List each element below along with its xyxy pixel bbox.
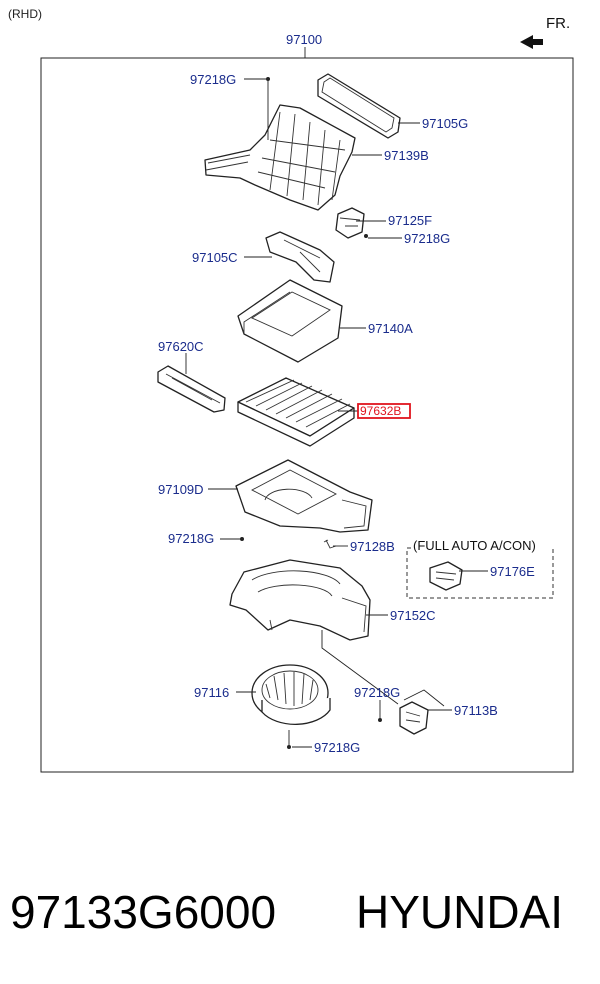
part-label[interactable]: 97218G — [168, 531, 214, 546]
part-label[interactable]: 97176E — [490, 564, 535, 579]
actuator-drawing — [335, 207, 365, 239]
part-label[interactable]: 97152C — [390, 608, 436, 623]
front-direction-arrow-icon — [520, 35, 543, 49]
lower-filter-housing-drawing — [235, 459, 373, 533]
highlighted-part-box — [357, 403, 411, 419]
filter-frame-clip-drawing — [157, 365, 226, 413]
filter-cover-frame-drawing — [237, 279, 343, 363]
blower-scroll-case-drawing — [229, 559, 371, 641]
blower-resistor-drawing — [399, 701, 429, 735]
part-label[interactable]: 97109D — [158, 482, 204, 497]
part-label[interactable]: 97105G — [422, 116, 468, 131]
footer-part-code: 97133G6000 — [10, 886, 276, 938]
assembly-number[interactable]: 97100 — [286, 32, 322, 47]
part-label[interactable]: 97105C — [192, 250, 238, 265]
front-direction-label: FR. — [546, 15, 570, 32]
variant-note: (RHD) — [8, 7, 42, 21]
auto-ac-sensor-drawing — [429, 561, 463, 591]
part-label[interactable]: 97116 — [194, 685, 229, 700]
cabin-air-filter-drawing — [237, 377, 355, 447]
assembly-frame — [40, 57, 574, 773]
part-label[interactable]: 97125F — [388, 213, 432, 228]
intake-duct-housing-drawing — [204, 104, 356, 211]
part-label[interactable]: 97139B — [384, 148, 429, 163]
part-label[interactable]: 97218G — [314, 740, 360, 755]
part-label[interactable]: 97218G — [404, 231, 450, 246]
part-label[interactable]: 97128B — [350, 539, 395, 554]
leader-lines — [185, 77, 488, 749]
highlighted-part-label[interactable]: 97632B — [360, 404, 401, 418]
part-label[interactable]: 97140A — [368, 321, 413, 336]
blower-motor-drawing — [251, 664, 331, 725]
small-clip-drawing — [323, 539, 337, 549]
duct-seal-drawing — [265, 231, 335, 283]
footer-brand: HYUNDAI — [356, 886, 563, 938]
part-label[interactable]: 97113B — [454, 703, 498, 718]
option-box-label-bg — [411, 538, 551, 554]
part-label[interactable]: 97620C — [158, 339, 204, 354]
part-label[interactable]: 97218G — [354, 685, 400, 700]
part-label[interactable]: 97218G — [190, 72, 236, 87]
option-box-label: (FULL AUTO A/CON) — [413, 538, 536, 553]
seal-gasket-drawing — [317, 73, 401, 139]
